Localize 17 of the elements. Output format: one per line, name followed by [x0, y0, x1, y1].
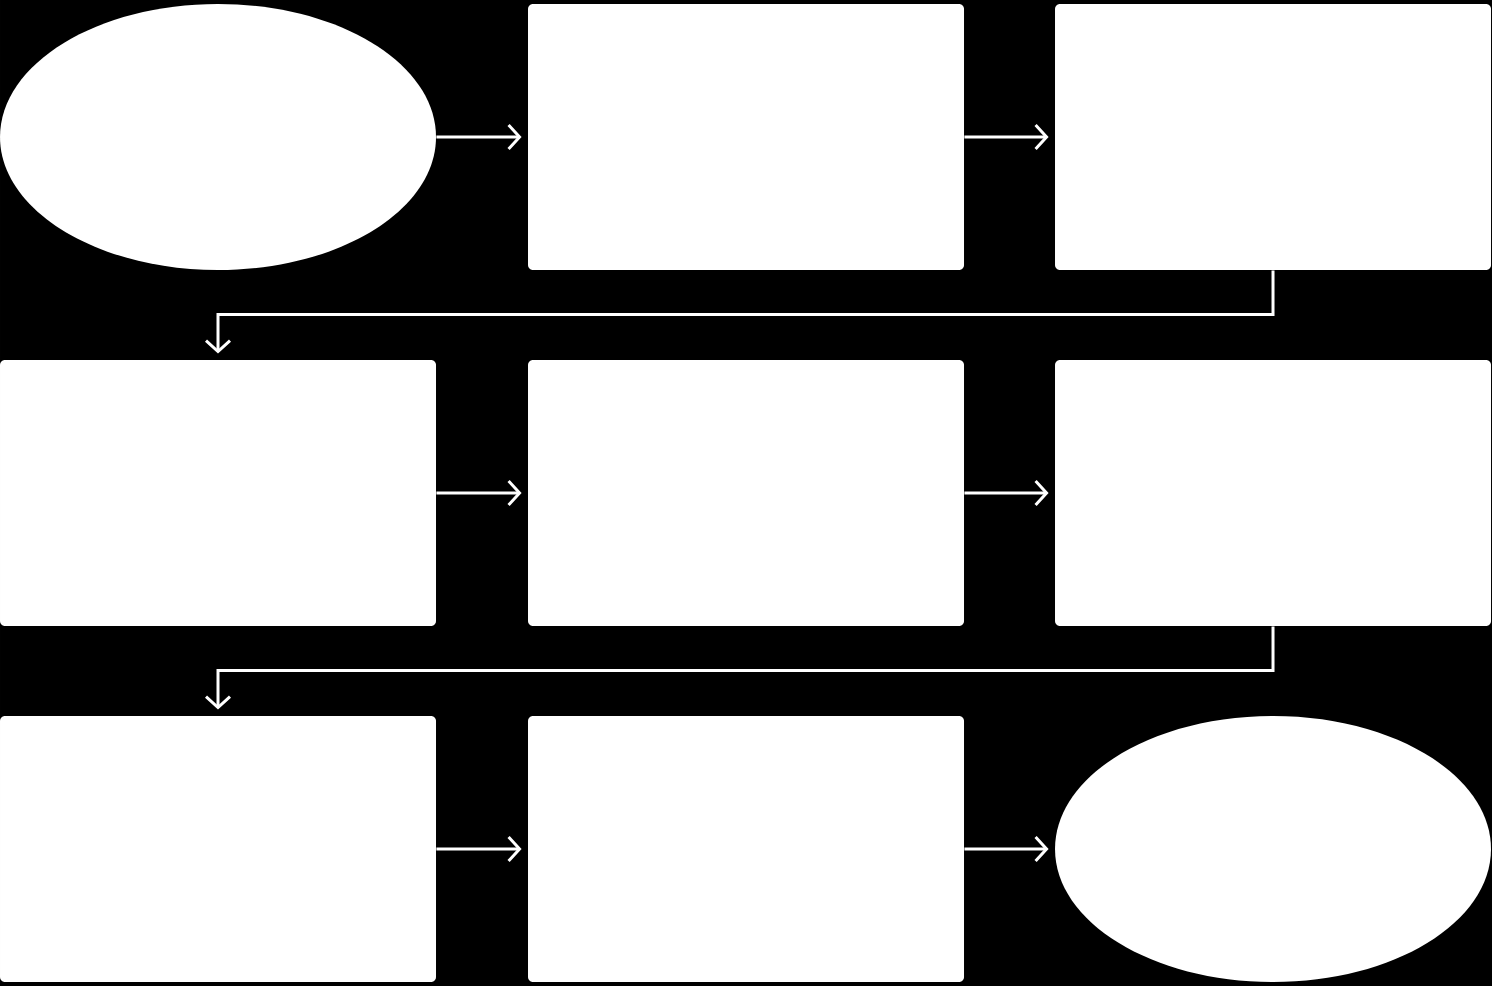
arrow	[964, 836, 1049, 863]
arrow	[205, 626, 1275, 710]
ellipse	[0, 4, 436, 270]
arrow	[964, 480, 1049, 507]
rounded-box	[0, 716, 436, 982]
arrow	[436, 124, 522, 151]
rounded-box	[528, 716, 964, 982]
ellipse	[1055, 716, 1491, 982]
arrow	[964, 124, 1049, 151]
rounded-box	[0, 360, 436, 626]
rounded-box	[1055, 360, 1491, 626]
arrow	[436, 480, 522, 507]
arrow	[436, 836, 522, 863]
arrow	[205, 270, 1275, 354]
rounded-box	[528, 360, 964, 626]
rounded-box	[1055, 4, 1491, 270]
rounded-box	[528, 4, 964, 270]
